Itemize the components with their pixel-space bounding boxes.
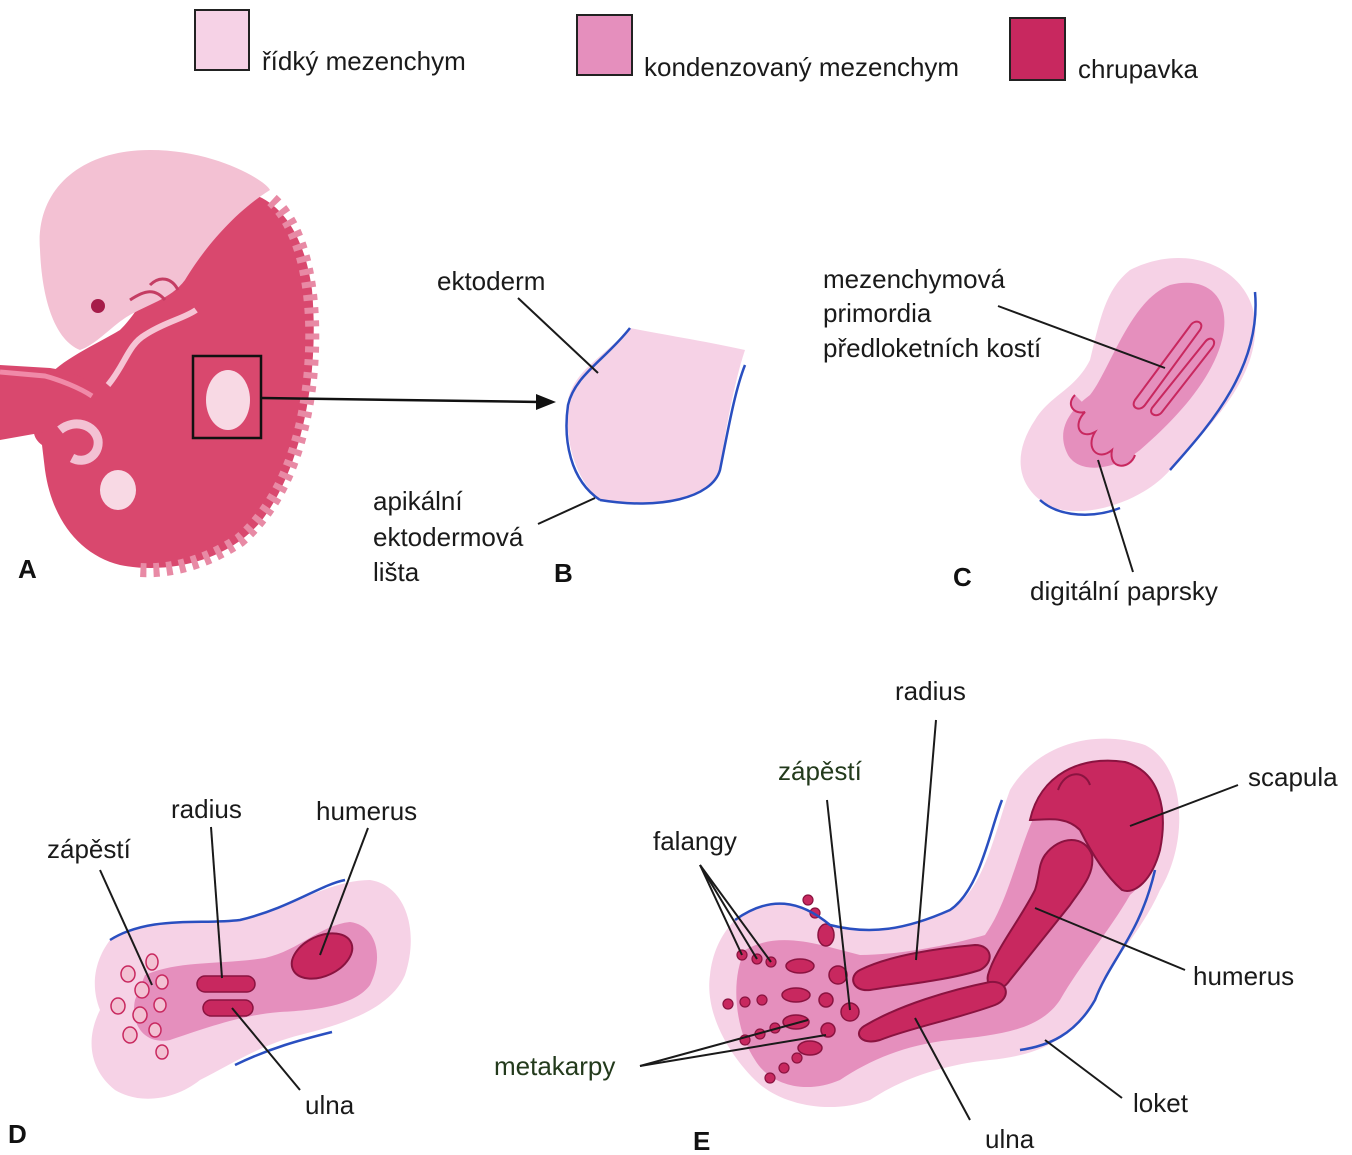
legend-swatch-condensed-mesenchyme (577, 15, 632, 75)
panel-d-radius (197, 976, 255, 992)
panel-letter-e: E (693, 1126, 710, 1155)
leader-ektoderm (518, 298, 598, 373)
panel-a-embryo: A (0, 150, 556, 584)
label-primordia-line1: mezenchymová (823, 264, 1006, 294)
label-e-ulna: ulna (985, 1124, 1035, 1154)
label-e-metakarpy: metakarpy (494, 1051, 615, 1081)
panel-d-limb: zápěstí radius humerus ulna D (8, 794, 417, 1149)
label-e-zapesti: zápěstí (778, 756, 863, 786)
leader-e-loket (1045, 1040, 1122, 1098)
label-e-humerus: humerus (1193, 961, 1294, 991)
legend-label-condensed-mesenchyme: kondenzovaný mezenchym (644, 52, 959, 82)
label-e-falangy: falangy (653, 826, 737, 856)
leader-apical-ridge (538, 498, 595, 524)
label-d-zapesti: zápěstí (47, 834, 132, 864)
panel-c-early-limb: mezenchymová primordia předloketních kos… (823, 258, 1256, 606)
panel-letter-c: C (953, 562, 972, 592)
label-apical-ridge-line3: lišta (373, 557, 420, 587)
label-d-ulna: ulna (305, 1090, 355, 1120)
legend: řídký mezenchym kondenzovaný mezenchym c… (195, 10, 1198, 84)
panel-letter-b: B (554, 558, 573, 588)
legend-swatch-cartilage (1010, 18, 1065, 80)
panel-e-limb: radius zápěstí scapula falangy humerus m… (494, 676, 1338, 1155)
legend-label-loose-mesenchyme: řídký mezenchym (262, 46, 466, 76)
embryo-eye (91, 299, 105, 313)
embryo-upper-limb-bud (206, 370, 250, 430)
label-primordia-line2: primordia (823, 298, 932, 328)
legend-label-cartilage: chrupavka (1078, 54, 1198, 84)
label-d-radius: radius (171, 794, 242, 824)
label-e-scapula: scapula (1248, 762, 1338, 792)
label-e-loket: loket (1133, 1088, 1189, 1118)
panel-letter-d: D (8, 1119, 27, 1149)
panel-b-limb-bud: ektoderm apikální ektodermová lišta B (373, 266, 745, 588)
legend-swatch-loose-mesenchyme (195, 10, 249, 70)
panel-d-ulna (203, 1000, 253, 1016)
label-e-radius: radius (895, 676, 966, 706)
panel-a-to-b-arrowhead (536, 394, 556, 410)
label-digital-rays: digitální paprsky (1030, 576, 1218, 606)
label-apical-ridge-line2: ektodermová (373, 522, 524, 552)
panel-letter-a: A (18, 554, 37, 584)
embryo-lower-limb-bud (100, 470, 136, 510)
label-apical-ridge-line1: apikální (373, 486, 463, 516)
label-d-humerus: humerus (316, 796, 417, 826)
label-primordia-line3: předloketních kostí (823, 333, 1042, 363)
label-ektoderm: ektoderm (437, 266, 545, 296)
